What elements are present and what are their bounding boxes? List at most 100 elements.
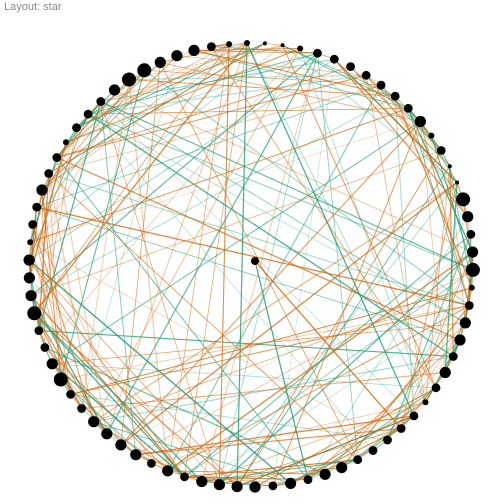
- graph-edge: [106, 52, 319, 435]
- graph-edge: [120, 182, 458, 446]
- graph-node: [346, 62, 355, 71]
- graph-edge: [317, 53, 359, 460]
- graph-edge: [299, 48, 426, 403]
- graph-node: [361, 70, 371, 80]
- graph-edge: [56, 156, 461, 341]
- graph-node: [447, 164, 452, 169]
- graph-node: [28, 220, 38, 229]
- graph-node: [122, 72, 136, 87]
- graph-edge: [48, 173, 62, 380]
- graph-edge: [32, 224, 71, 395]
- graph-node: [108, 84, 121, 96]
- graph-node: [34, 326, 44, 335]
- graph-edge: [81, 371, 446, 410]
- graph-edge: [184, 42, 248, 477]
- graph-node: [303, 475, 313, 484]
- graph-edge: [184, 459, 358, 478]
- graph-node: [196, 475, 208, 488]
- graph-node: [368, 446, 378, 455]
- graph-edge: [135, 415, 414, 456]
- graph-edge: [56, 157, 309, 480]
- graph-edge: [76, 42, 266, 129]
- graph-edge: [33, 312, 203, 482]
- graph-edge: [246, 42, 426, 403]
- graph-node: [188, 44, 200, 57]
- graph-edge: [307, 339, 461, 480]
- graph-edge: [51, 363, 185, 478]
- graph-edge: [236, 150, 442, 487]
- graph-node: [462, 211, 474, 223]
- graph-edge: [30, 150, 442, 297]
- graph-node: [53, 372, 68, 387]
- graph-node: [25, 290, 37, 302]
- graph-edge: [32, 224, 152, 464]
- center-edge: [254, 260, 402, 429]
- graph-node: [431, 383, 441, 393]
- graph-edge: [159, 62, 359, 460]
- graph-edge: [33, 312, 185, 478]
- graph-node: [72, 123, 81, 133]
- graph-node: [23, 254, 35, 266]
- graph-edge: [29, 44, 283, 243]
- graph-edge: [290, 401, 426, 484]
- graph-edge: [120, 121, 421, 446]
- graph-edge: [365, 75, 426, 403]
- graph-edge: [60, 70, 145, 380]
- graph-edge: [201, 305, 470, 482]
- graph-edge: [52, 322, 466, 365]
- graph-edge: [387, 322, 466, 441]
- graph-edge: [307, 216, 469, 480]
- graph-edge: [93, 181, 458, 423]
- graph-node: [313, 48, 322, 58]
- center-edge: [254, 260, 309, 480]
- graph-edge: [80, 79, 130, 409]
- graph-edge: [307, 459, 358, 481]
- graph-edge: [38, 142, 67, 331]
- graph-edge: [272, 121, 421, 487]
- graph-edge: [30, 95, 396, 297]
- plot-title: Layout: star: [4, 1, 62, 13]
- graph-edge: [56, 61, 161, 158]
- graph-edge: [167, 44, 230, 471]
- graph-node: [130, 449, 142, 461]
- graph-node: [280, 43, 285, 48]
- graph-node: [137, 63, 152, 78]
- graph-edge: [51, 363, 83, 409]
- graph-edge: [56, 74, 367, 159]
- graph-edge: [254, 387, 437, 488]
- graph-edge: [81, 55, 178, 409]
- graph-edge: [30, 52, 318, 297]
- graph-edge: [51, 121, 421, 365]
- graph-node: [285, 477, 297, 489]
- graph-edge: [28, 259, 185, 477]
- graph-edge: [201, 467, 342, 482]
- graph-edge: [282, 44, 396, 97]
- graph-node: [464, 301, 474, 310]
- graph-edge: [88, 108, 409, 115]
- graph-node: [180, 472, 189, 482]
- graph-edge: [282, 44, 458, 184]
- graph-edge: [400, 251, 473, 429]
- graph-edge: [38, 173, 50, 331]
- graph-edge: [407, 108, 474, 253]
- graph-node: [319, 468, 331, 480]
- center-node: [251, 257, 259, 265]
- graph-edge: [210, 46, 437, 389]
- graph-edge: [33, 313, 108, 435]
- graph-node: [436, 146, 446, 155]
- graph-edge: [193, 50, 409, 109]
- graph-edge: [128, 44, 283, 80]
- graph-edge: [128, 79, 169, 471]
- graph-edge: [29, 277, 220, 486]
- graph-node: [96, 97, 106, 106]
- graph-node: [27, 306, 42, 321]
- graph-edge: [264, 43, 283, 46]
- graph-node: [207, 42, 216, 51]
- graph-edge: [236, 42, 248, 487]
- graph-edge: [387, 251, 474, 441]
- graph-edge: [282, 44, 409, 109]
- graph-node: [27, 239, 34, 246]
- graph-node: [403, 103, 413, 113]
- graph-edge: [333, 58, 469, 218]
